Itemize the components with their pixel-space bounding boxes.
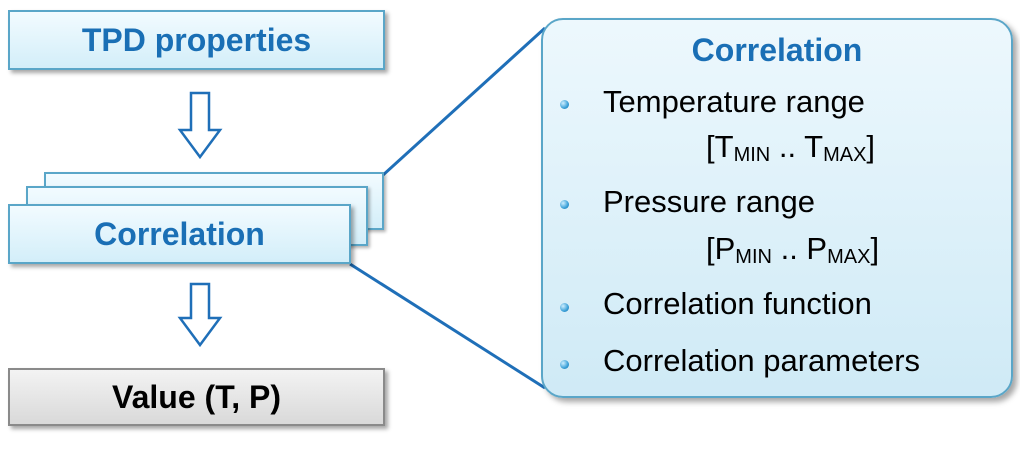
item-correlation-function: Correlation function — [603, 286, 872, 321]
item-pressure-range: Pressure range — [603, 184, 815, 219]
down-arrow-icon — [177, 91, 223, 160]
temperature-range-values: [TMIN .. TMAX] — [706, 129, 876, 166]
tpd-properties-box: TPD properties — [8, 10, 385, 70]
zoom-line-bottom — [349, 262, 546, 390]
pressure-range-values: [PMIN .. PMAX] — [706, 231, 880, 268]
bullet-icon — [560, 303, 569, 312]
item-correlation-parameters: Correlation parameters — [603, 343, 921, 378]
value-label: Value (T, P) — [112, 378, 281, 415]
bullet-icon — [560, 100, 569, 109]
value-box: Value (T, P) — [8, 368, 385, 426]
bullet-icon — [560, 360, 569, 369]
correlation-label: Correlation — [94, 215, 265, 252]
correlation-detail-panel: Correlation Temperature range [TMIN .. T… — [541, 18, 1013, 398]
panel-title: Correlation — [691, 32, 863, 68]
item-temperature-range: Temperature range — [603, 84, 865, 119]
tpd-properties-label: TPD properties — [81, 21, 312, 58]
down-arrow-icon — [177, 282, 223, 348]
correlation-box: Correlation — [8, 204, 351, 264]
bullet-icon — [560, 200, 569, 209]
